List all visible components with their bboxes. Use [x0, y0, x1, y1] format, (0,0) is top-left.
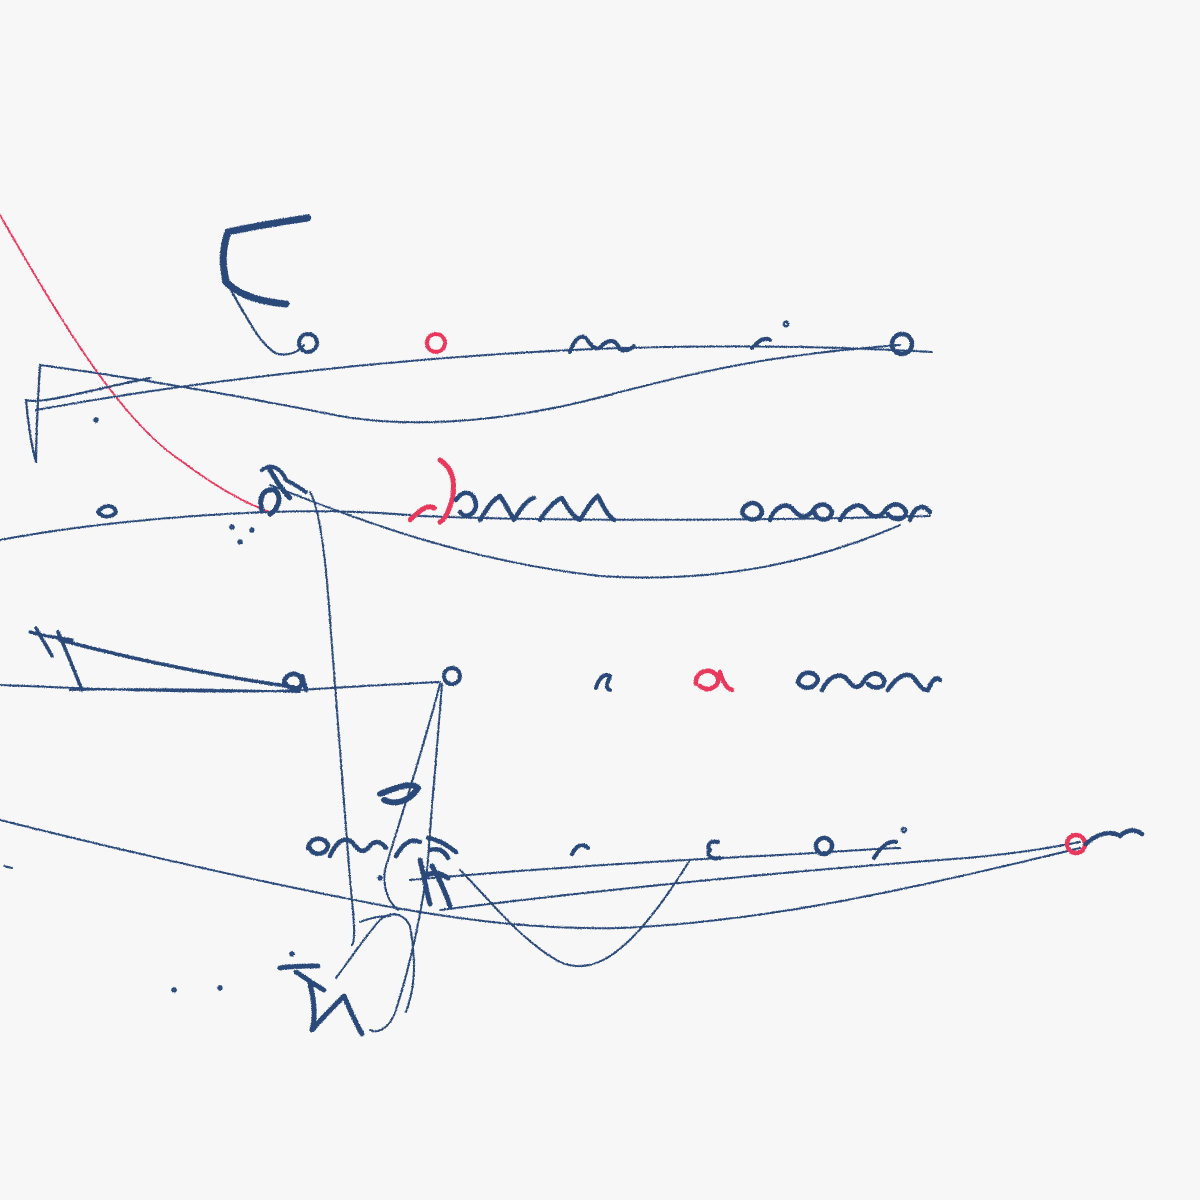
vertical-connector-left: [309, 491, 356, 946]
row1-i-dot: [782, 320, 790, 328]
row1-dot: [93, 417, 99, 423]
row4-ane-glyph: [305, 835, 459, 861]
row4-o-glyph: [813, 835, 835, 857]
ink-layer: [0, 214, 1145, 1037]
row4-arrow-glyph: [417, 857, 453, 909]
row3-a-glyph-red: [693, 668, 735, 693]
row4-swoop-down: [459, 859, 691, 968]
row2-red-glyph: [407, 457, 456, 525]
lower-dot-2: [217, 985, 223, 991]
row1-o-glyph-red: [425, 332, 447, 354]
row1-left-hook: [24, 363, 152, 464]
row4-left-mark: [3, 865, 13, 869]
lower-connector-line: [335, 913, 415, 1013]
row1-swoop-line: [39, 344, 901, 424]
row2-d-glyph: [258, 467, 293, 517]
row4-bracket-glyph: [377, 782, 421, 806]
row2-swoop-line: [269, 484, 901, 579]
row4-long-line: [439, 841, 1081, 911]
row4-i-glyph-2: [872, 839, 898, 860]
row2-e-glyph: [96, 504, 118, 519]
row4-baseline: [0, 819, 1081, 930]
row3-lower-line: [69, 688, 301, 693]
lower-short-line: [359, 915, 391, 923]
row3-a-glyph-1: [281, 671, 309, 693]
row2-baseline: [0, 510, 931, 541]
row1-o-glyph-1: [297, 332, 319, 354]
red-sweep-line: [0, 214, 271, 513]
row1-hook-stroke: [226, 283, 306, 356]
row4-tail-glyph: [1083, 828, 1145, 847]
vertical-connector-right: [369, 683, 443, 1033]
row4-e-glyph: [706, 839, 722, 861]
row2-ati-glyph: [453, 490, 617, 523]
row3-arrow-glyph: [28, 626, 302, 692]
row2-dot-1: [229, 524, 235, 530]
row3-i-glyph: [594, 673, 612, 692]
row2-onon-glyph: [739, 500, 933, 523]
row1-bracket-glyph: [219, 214, 312, 308]
row2-scribble: [260, 464, 308, 494]
row3-o-glyph: [442, 666, 462, 686]
row2-dot-3: [249, 527, 255, 533]
lower-dot-3: [289, 951, 295, 957]
row3-descender: [383, 683, 441, 911]
row4-i-glyph: [570, 843, 590, 856]
lower-scribble-glyph: [277, 963, 365, 1037]
row3-ena-glyph: [795, 670, 943, 693]
row1-o-glyph-end: [889, 331, 915, 357]
lower-dot-4: [377, 875, 383, 881]
lower-dot-1: [171, 987, 177, 993]
row2-dot-2: [237, 539, 243, 545]
row4-i-dot: [900, 826, 908, 834]
